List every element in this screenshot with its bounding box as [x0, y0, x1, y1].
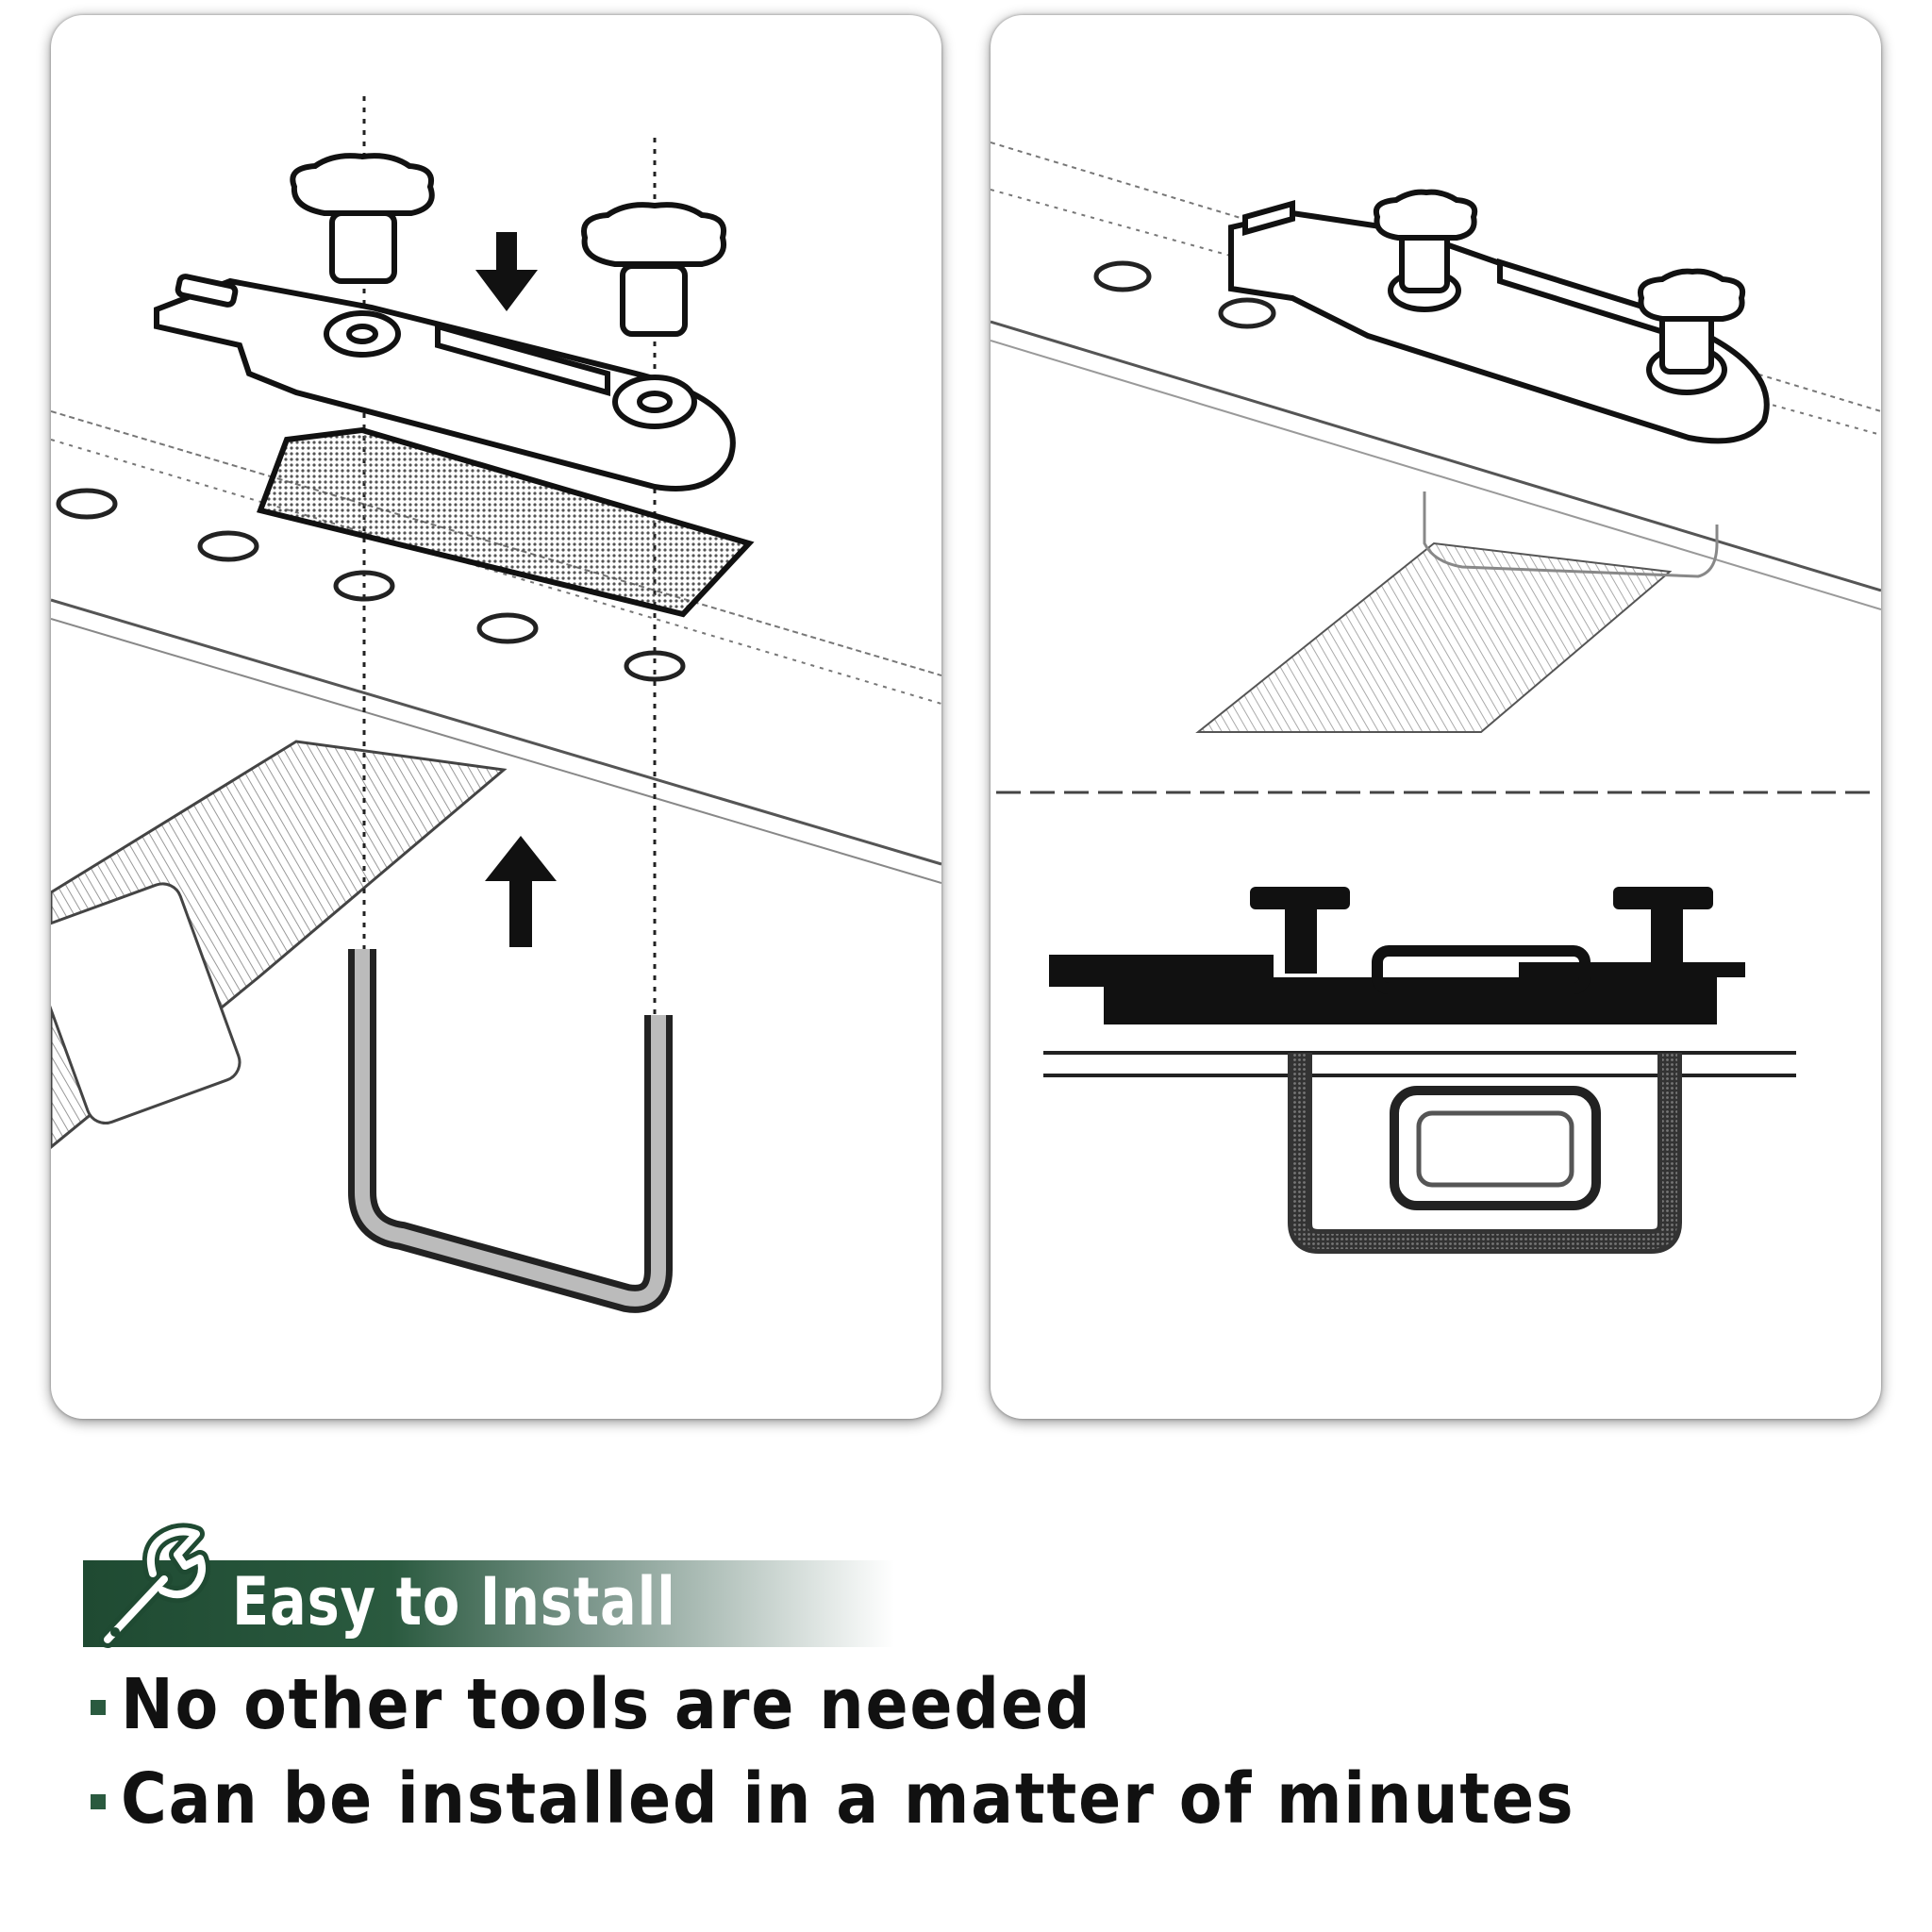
- arrow-down: [475, 232, 538, 311]
- wrench-icon: [99, 1523, 210, 1648]
- exploded-install-panel: [51, 15, 941, 1419]
- installed-mount-illustration: [991, 142, 1881, 1254]
- top-strap: [1195, 541, 1673, 733]
- strap: [51, 740, 508, 1149]
- bullet-square-icon: [91, 1700, 106, 1715]
- feature-text: No other tools are needed: [121, 1664, 1092, 1745]
- bracket: [154, 274, 736, 491]
- knob-left: [290, 153, 435, 284]
- installed-mount-panel: [991, 15, 1881, 1419]
- exploded-install-illustration: [51, 96, 941, 1313]
- top-holes: [1093, 260, 1276, 329]
- feature-text: Can be installed in a matter of minutes: [121, 1758, 1575, 1840]
- knob-right: [581, 202, 726, 337]
- u-bolt: [348, 949, 673, 1313]
- arrow-up: [485, 836, 557, 947]
- banner-title: Easy to Install: [232, 1563, 676, 1641]
- side-bracket: [1049, 887, 1745, 1024]
- side-strap: [1390, 1086, 1601, 1210]
- top-bracket: [1228, 189, 1770, 444]
- shim-plate: [257, 426, 755, 618]
- feature-banner: [83, 1560, 894, 1647]
- feature-item: Can be installed in a matter of minutes: [91, 1757, 1737, 1841]
- feature-item: No other tools are needed: [91, 1662, 1200, 1747]
- bullet-square-icon: [91, 1794, 106, 1809]
